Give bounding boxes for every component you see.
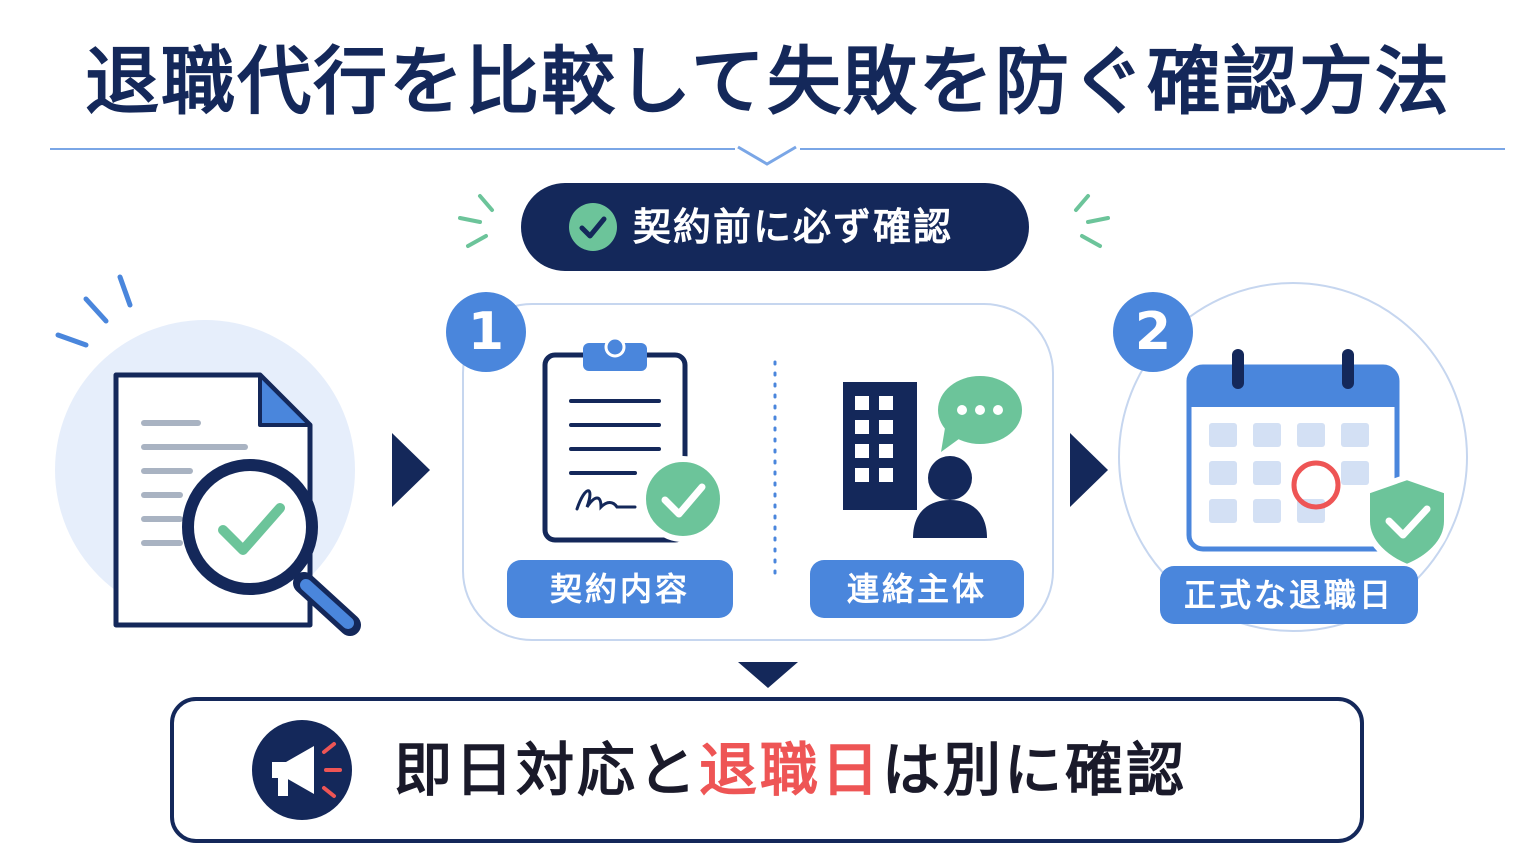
bottom-text-after: は別に確認 [882, 736, 1188, 804]
step-2-badge: 2 [1113, 292, 1193, 372]
confirm-before-contract-banner: 契約前に必ず確認 [521, 183, 1029, 271]
check-circle-icon [569, 203, 617, 251]
banner-text: 契約前に必ず確認 [633, 205, 954, 249]
bottom-text-before: 即日対応と [394, 736, 700, 804]
megaphone-icon [252, 720, 352, 820]
contact-party-label: 連絡主体 [810, 560, 1024, 618]
page-title: 退職代行を比較して失敗を防ぐ確認方法 [85, 39, 1451, 125]
calendar-shield-icon [1186, 349, 1450, 570]
arrow-down-icon [738, 662, 798, 688]
arrow-right-icon [392, 433, 430, 507]
title-divider [50, 145, 1505, 166]
sparkle-right-icon [1074, 194, 1110, 248]
document-magnifier-check-icon [55, 274, 361, 636]
contract-details-label: 契約内容 [507, 560, 733, 618]
sparkle-left-icon [458, 194, 494, 248]
clipboard-contract-icon [542, 336, 725, 543]
bottom-message-box: 即日対応と退職日は別に確認 [170, 697, 1364, 843]
dotted-divider [773, 360, 777, 582]
building-person-chat-icon [843, 376, 1022, 538]
step-1-badge: 1 [446, 292, 526, 372]
official-resignation-date-label: 正式な退職日 [1160, 566, 1418, 624]
bottom-text-highlight: 退職日 [699, 736, 883, 804]
bottom-message-text: 即日対応と退職日は別に確認 [394, 701, 1187, 839]
arrow-right-icon [1070, 433, 1108, 507]
